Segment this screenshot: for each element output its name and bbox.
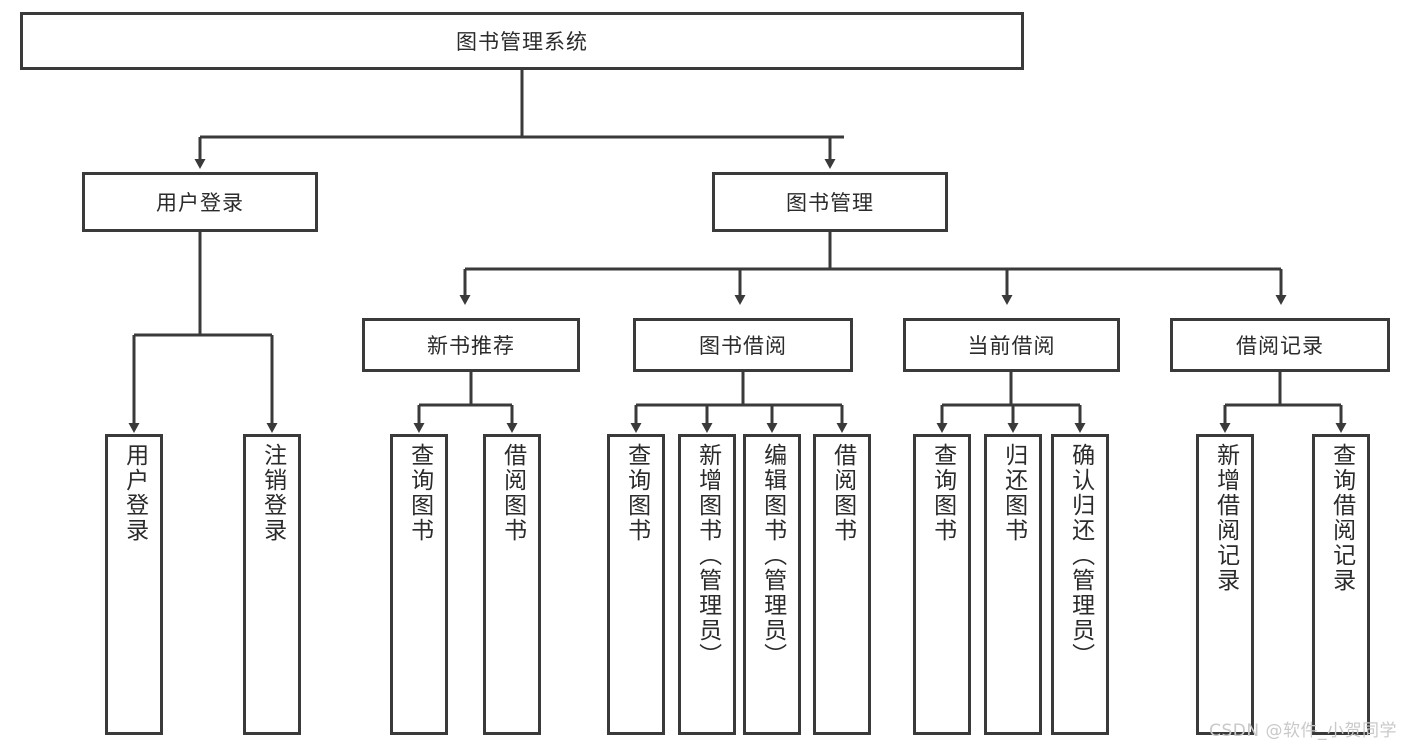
node-borrow-records-label: 借阅记录 (1236, 334, 1324, 358)
leaf-label: 新增图书（管理员） (694, 443, 721, 668)
leaf-records-add-record[interactable]: 新增借阅记录 (1196, 434, 1254, 735)
leaf-label: 查询借阅记录 (1328, 443, 1355, 593)
leaf-label: 借阅图书 (499, 443, 526, 543)
node-current-borrow[interactable]: 当前借阅 (903, 318, 1120, 372)
node-book-borrow[interactable]: 图书借阅 (633, 318, 853, 372)
leaf-current-return-book[interactable]: 归还图书 (984, 434, 1042, 735)
node-user-login-label: 用户登录 (156, 191, 244, 215)
leaf-label: 查询图书 (929, 443, 956, 543)
leaf-label: 查询图书 (406, 443, 433, 543)
leaf-user-login-signout[interactable]: 注销登录 (243, 434, 301, 735)
node-root-label: 图书管理系统 (456, 30, 588, 54)
leaf-label: 注销登录 (259, 443, 286, 543)
leaf-new-books-borrow[interactable]: 借阅图书 (483, 434, 541, 735)
leaf-records-query-record[interactable]: 查询借阅记录 (1312, 434, 1370, 735)
leaf-label: 归还图书 (1000, 443, 1027, 543)
node-root[interactable]: 图书管理系统 (20, 12, 1024, 70)
leaf-borrow-borrow-book[interactable]: 借阅图书 (813, 434, 871, 735)
leaf-borrow-query-book[interactable]: 查询图书 (607, 434, 665, 735)
leaf-new-books-query[interactable]: 查询图书 (390, 434, 448, 735)
leaf-borrow-add-book-admin[interactable]: 新增图书（管理员） (678, 434, 736, 735)
node-new-book-recommend-label: 新书推荐 (427, 334, 515, 358)
node-book-management[interactable]: 图书管理 (712, 172, 948, 232)
watermark: CSDN @软件_小贺同学 (1209, 721, 1397, 741)
leaf-label: 确认归还（管理员） (1067, 443, 1094, 668)
leaf-borrow-edit-book-admin[interactable]: 编辑图书（管理员） (743, 434, 801, 735)
leaf-label: 用户登录 (121, 443, 148, 543)
leaf-user-login-signin[interactable]: 用户登录 (105, 434, 163, 735)
leaf-label: 查询图书 (623, 443, 650, 543)
leaf-current-query-book[interactable]: 查询图书 (913, 434, 971, 735)
leaf-label: 新增借阅记录 (1212, 443, 1239, 593)
node-book-borrow-label: 图书借阅 (699, 334, 787, 358)
node-borrow-records[interactable]: 借阅记录 (1170, 318, 1390, 372)
node-new-book-recommend[interactable]: 新书推荐 (362, 318, 580, 372)
leaf-label: 借阅图书 (829, 443, 856, 543)
node-current-borrow-label: 当前借阅 (967, 334, 1056, 358)
node-user-login[interactable]: 用户登录 (82, 172, 318, 232)
leaf-current-confirm-return-admin[interactable]: 确认归还（管理员） (1051, 434, 1109, 735)
node-book-management-label: 图书管理 (786, 191, 874, 215)
leaf-label: 编辑图书（管理员） (759, 443, 786, 668)
